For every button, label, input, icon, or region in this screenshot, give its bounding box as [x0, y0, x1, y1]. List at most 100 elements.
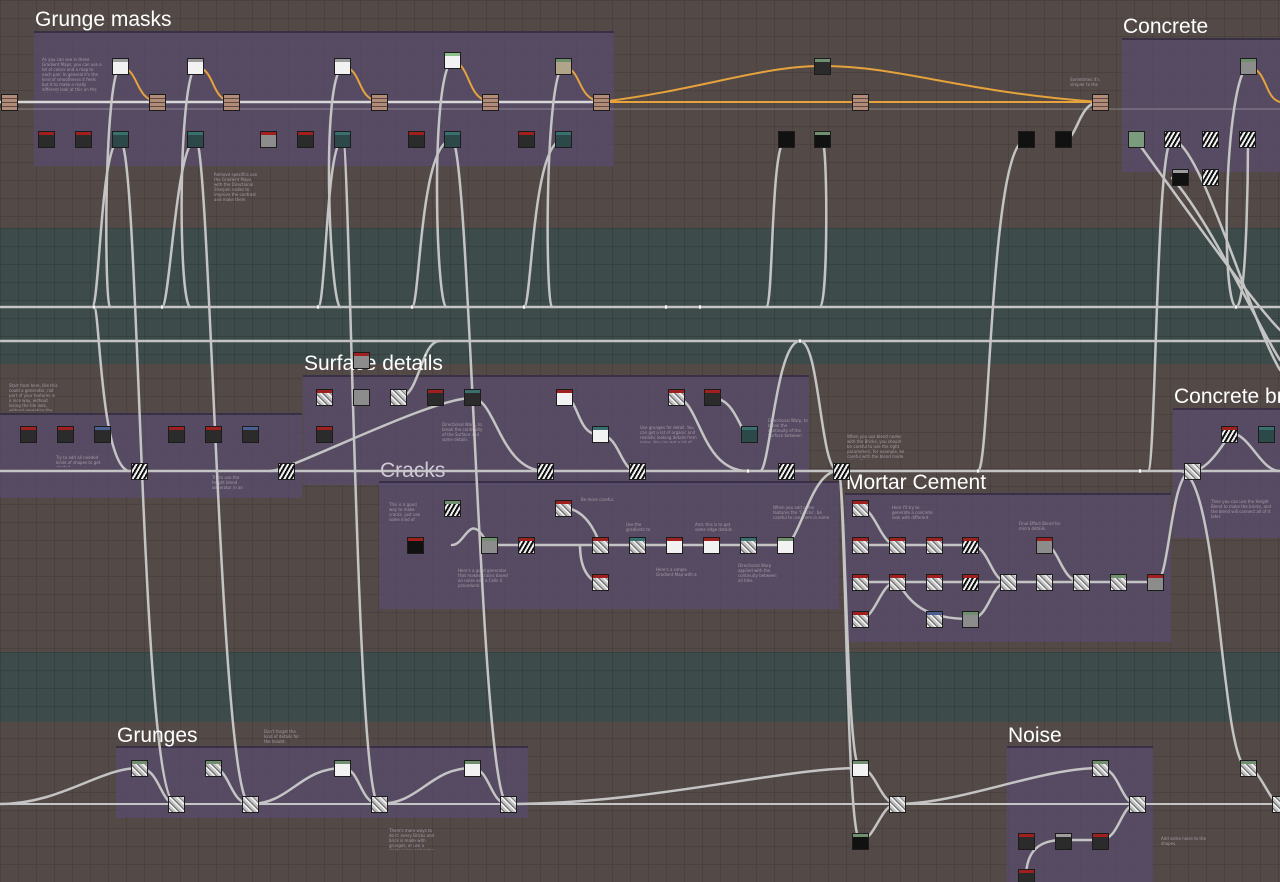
- graph-node[interactable]: [371, 796, 388, 813]
- graph-node[interactable]: [556, 389, 573, 406]
- graph-node[interactable]: [814, 58, 831, 75]
- graph-node[interactable]: [187, 58, 204, 75]
- graph-node[interactable]: [334, 760, 351, 777]
- graph-node[interactable]: [1128, 131, 1145, 148]
- graph-node[interactable]: [852, 94, 869, 111]
- graph-node[interactable]: [205, 760, 222, 777]
- graph-node[interactable]: [205, 426, 222, 443]
- graph-node[interactable]: [1073, 574, 1090, 591]
- graph-node[interactable]: [852, 833, 869, 850]
- graph-node[interactable]: [260, 131, 277, 148]
- graph-node[interactable]: [1202, 169, 1219, 186]
- graph-node[interactable]: [1018, 131, 1035, 148]
- graph-node[interactable]: [1092, 760, 1109, 777]
- frame-grunge-masks[interactable]: [34, 31, 614, 166]
- graph-node[interactable]: [593, 94, 610, 111]
- graph-node[interactable]: [537, 463, 554, 480]
- graph-node[interactable]: [353, 352, 370, 369]
- graph-node[interactable]: [666, 537, 683, 554]
- graph-node[interactable]: [297, 131, 314, 148]
- graph-node[interactable]: [482, 94, 499, 111]
- frame-title-grunges[interactable]: Grunges: [117, 724, 198, 747]
- graph-node[interactable]: [1110, 574, 1127, 591]
- graph-node[interactable]: [112, 58, 129, 75]
- graph-node[interactable]: [1018, 833, 1035, 850]
- graph-node[interactable]: [408, 131, 425, 148]
- graph-node[interactable]: [852, 537, 869, 554]
- graph-node[interactable]: [353, 389, 370, 406]
- graph-node[interactable]: [149, 94, 166, 111]
- graph-node[interactable]: [168, 796, 185, 813]
- graph-node[interactable]: [1239, 131, 1256, 148]
- graph-node[interactable]: [334, 131, 351, 148]
- graph-node[interactable]: [704, 389, 721, 406]
- graph-node[interactable]: [278, 463, 295, 480]
- frame-title-surface-details[interactable]: Surface details: [304, 352, 443, 375]
- graph-node[interactable]: [131, 463, 148, 480]
- graph-node[interactable]: [592, 426, 609, 443]
- graph-node[interactable]: [833, 463, 850, 480]
- graph-node[interactable]: [131, 760, 148, 777]
- graph-node[interactable]: [592, 537, 609, 554]
- graph-node[interactable]: [1258, 426, 1275, 443]
- graph-node[interactable]: [592, 574, 609, 591]
- graph-node[interactable]: [889, 796, 906, 813]
- graph-node[interactable]: [427, 389, 444, 406]
- graph-node[interactable]: [444, 52, 461, 69]
- frame-title-concrete-bricks[interactable]: Concrete bricks: [1174, 385, 1280, 408]
- graph-node[interactable]: [555, 58, 572, 75]
- graph-node[interactable]: [740, 537, 757, 554]
- graph-node[interactable]: [852, 500, 869, 517]
- graph-node[interactable]: [814, 131, 831, 148]
- graph-node[interactable]: [1055, 833, 1072, 850]
- graph-node[interactable]: [1221, 426, 1238, 443]
- graph-node[interactable]: [1172, 169, 1189, 186]
- graph-node[interactable]: [242, 796, 259, 813]
- graph-node[interactable]: [629, 537, 646, 554]
- graph-node[interactable]: [168, 426, 185, 443]
- graph-node[interactable]: [1092, 833, 1109, 850]
- graph-node[interactable]: [962, 537, 979, 554]
- frame-title-cracks[interactable]: Cracks: [380, 459, 446, 482]
- graph-node[interactable]: [926, 574, 943, 591]
- graph-node[interactable]: [444, 500, 461, 517]
- graph-node[interactable]: [38, 131, 55, 148]
- graph-node[interactable]: [1092, 94, 1109, 111]
- graph-node[interactable]: [1184, 463, 1201, 480]
- frame-title-noise[interactable]: Noise: [1008, 724, 1062, 747]
- graph-node[interactable]: [1055, 131, 1072, 148]
- graph-node[interactable]: [741, 426, 758, 443]
- graph-node[interactable]: [500, 796, 517, 813]
- graph-node[interactable]: [889, 574, 906, 591]
- graph-node[interactable]: [778, 463, 795, 480]
- graph-node[interactable]: [223, 94, 240, 111]
- graph-node[interactable]: [962, 611, 979, 628]
- graph-node[interactable]: [1018, 869, 1035, 882]
- frame-title-grunge-masks[interactable]: Grunge masks: [35, 8, 172, 31]
- graph-node[interactable]: [464, 389, 481, 406]
- graph-node[interactable]: [20, 426, 37, 443]
- graph-node[interactable]: [1129, 796, 1146, 813]
- frame-mortar-cement[interactable]: [845, 493, 1171, 642]
- graph-node[interactable]: [464, 760, 481, 777]
- graph-node[interactable]: [187, 131, 204, 148]
- graph-node[interactable]: [371, 94, 388, 111]
- graph-node[interactable]: [852, 760, 869, 777]
- graph-node[interactable]: [889, 537, 906, 554]
- graph-node[interactable]: [668, 389, 685, 406]
- graph-node[interactable]: [1164, 131, 1181, 148]
- graph-node[interactable]: [703, 537, 720, 554]
- graph-node[interactable]: [518, 537, 535, 554]
- graph-node[interactable]: [1272, 796, 1280, 813]
- graph-node[interactable]: [1240, 760, 1257, 777]
- graph-node[interactable]: [444, 131, 461, 148]
- frame-title-concrete[interactable]: Concrete: [1123, 15, 1209, 38]
- frame-title-mortar-cement[interactable]: Mortar Cement: [846, 471, 987, 494]
- graph-node[interactable]: [112, 131, 129, 148]
- graph-node[interactable]: [962, 574, 979, 591]
- graph-node[interactable]: [407, 537, 424, 554]
- graph-node[interactable]: [316, 389, 333, 406]
- graph-node[interactable]: [852, 574, 869, 591]
- graph-node[interactable]: [1000, 574, 1017, 591]
- graph-node[interactable]: [1036, 574, 1053, 591]
